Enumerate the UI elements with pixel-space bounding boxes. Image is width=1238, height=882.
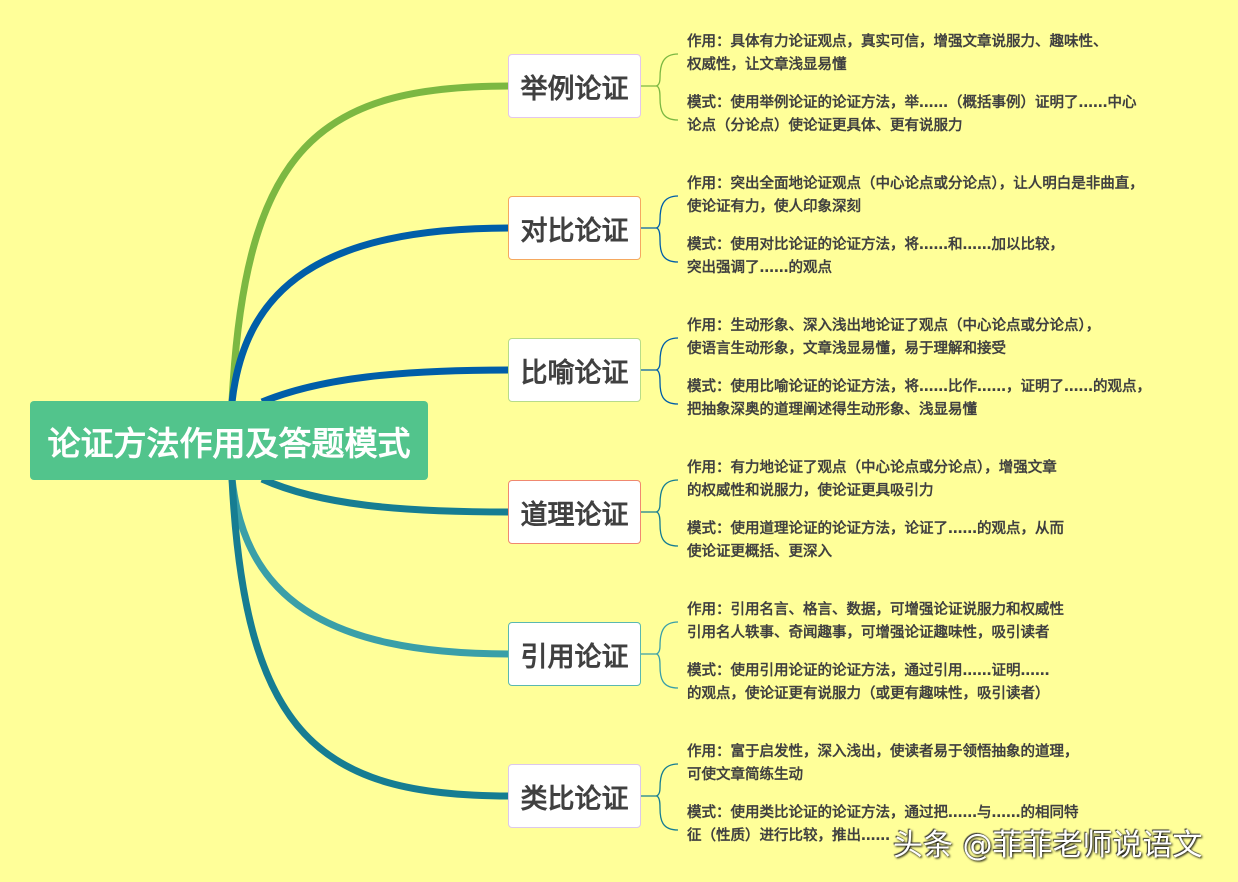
branch-line (228, 224, 511, 403)
brace-connector (641, 53, 679, 121)
effect-line: 作用：富于启发性，深入浅出，使读者易于领悟抽象的道理， (687, 744, 1079, 760)
effect-line: 可使文章简练生动 (687, 767, 803, 783)
branch-node[interactable]: 引用论证 (508, 622, 641, 686)
branch-line (260, 475, 511, 516)
brace-connector (641, 195, 679, 263)
pattern-line: 模式：使用举例论证的论证方法，举……（概括事例）证明了……中心 (687, 95, 1137, 111)
branch-description: 作用：有力地论证了观点（中心论点或分论点），增强文章的权威性和说服力，使论证更具… (687, 457, 1064, 564)
effect-line: 作用：具体有力论证观点，真实可信，增强文章说服力、趣味性、 (687, 34, 1108, 50)
effect-line: 作用：有力地论证了观点（中心论点或分论点），增强文章 (687, 460, 1057, 476)
branch-description: 作用：突出全面地论证观点（中心论点或分论点），让人明白是非曲直， 使论证有力，使人… (687, 173, 1144, 280)
effect-line: 作用：生动形象、深入浅出地论证了观点（中心论点或分论点）， (687, 318, 1101, 334)
pattern-line: 模式：使用类比论证的论证方法，通过把……与……的相同特 (687, 805, 1079, 821)
pattern-line: 的观点，使论证更有说服力（或更有趣味性，吸引读者） (687, 686, 1050, 702)
branch-line (260, 366, 511, 406)
pattern-line: 论点（分论点）使论证更具体、更有说服力 (687, 118, 963, 134)
pattern-line: 模式：使用道理论证的论证方法，论证了……的观点，从而 (687, 521, 1064, 537)
branch-node[interactable]: 对比论证 (508, 196, 641, 260)
branch-node[interactable]: 类比论证 (508, 764, 641, 828)
branch-node[interactable]: 比喻论证 (508, 338, 641, 402)
effect-line: 的权威性和说服力，使论证更具吸引力 (687, 483, 934, 499)
brace-connector (641, 763, 679, 831)
brace-connector (641, 621, 679, 689)
branch-description: 作用：富于启发性，深入浅出，使读者易于领悟抽象的道理， 可使文章简练生动模式：使用… (687, 741, 1079, 848)
watermark: 头条 @菲菲老师说语文 (893, 828, 1203, 863)
effect-line: 使论证有力，使人印象深刻 (687, 199, 861, 215)
branch-line (228, 82, 511, 403)
branch-description: 作用：具体有力论证观点，真实可信，增强文章说服力、趣味性、权威性，让文章浅显易懂… (687, 31, 1137, 138)
branch-description: 作用：生动形象、深入浅出地论证了观点（中心论点或分论点）， 使语言生动形象，文章浅… (687, 315, 1151, 422)
pattern-line: 使论证更概括、更深入 (687, 544, 832, 560)
effect-line: 使语言生动形象，文章浅显易懂，易于理解和接受 (687, 341, 1006, 357)
brace-connector (641, 479, 679, 547)
branch-line (228, 478, 511, 800)
branch-node[interactable]: 举例论证 (508, 54, 641, 118)
branch-line (228, 478, 511, 658)
pattern-line: 征（性质）进行比较，推出…… (687, 828, 890, 844)
branch-node[interactable]: 道理论证 (508, 480, 641, 544)
pattern-line: 模式：使用比喻论证的论证方法，将……比作……，证明了……的观点， (687, 379, 1151, 395)
pattern-line: 模式：使用引用论证的论证方法，通过引用……证明…… (687, 663, 1050, 679)
effect-line: 权威性，让文章浅显易懂 (687, 57, 847, 73)
pattern-line: 模式：使用对比论证的论证方法，将……和……加以比较， (687, 237, 1064, 253)
branch-description: 作用：引用名言、格言、数据，可增强论证说服力和权威性引用名人轶事、奇闻趣事，可增… (687, 599, 1064, 706)
root-topic[interactable]: 论证方法作用及答题模式 (30, 401, 428, 480)
effect-line: 作用：突出全面地论证观点（中心论点或分论点），让人明白是非曲直， (687, 176, 1144, 192)
pattern-line: 突出强调了……的观点 (687, 260, 832, 276)
effect-line: 引用名人轶事、奇闻趣事，可增强论证趣味性，吸引读者 (687, 625, 1050, 641)
brace-connector (641, 337, 679, 405)
effect-line: 作用：引用名言、格言、数据，可增强论证说服力和权威性 (687, 602, 1064, 618)
pattern-line: 把抽象深奥的道理阐述得生动形象、浅显易懂 (687, 402, 977, 418)
